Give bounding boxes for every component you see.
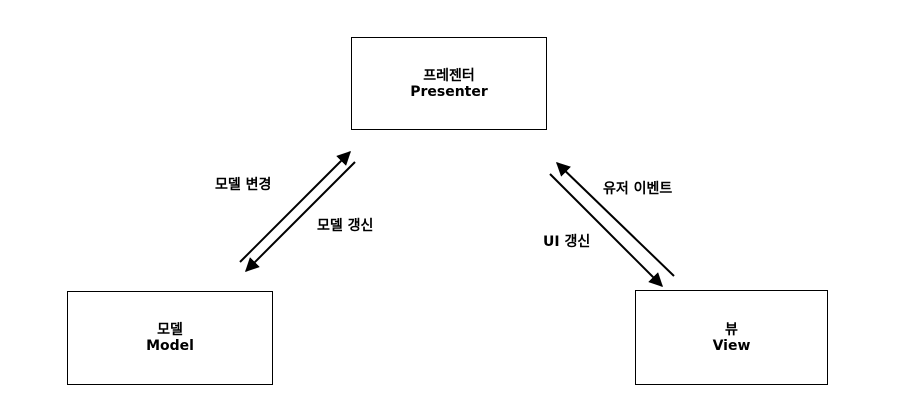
arrow-presenter-to-view: [549, 173, 663, 287]
model-change-label: 모델 변경: [215, 177, 272, 193]
presenter-box: 프레젠터 Presenter: [351, 37, 547, 130]
user-event-label: 유저 이벤트: [603, 181, 673, 197]
model-english-label: Model: [146, 338, 194, 354]
model-box: 모델 Model: [67, 291, 273, 385]
view-box: 뷰 View: [635, 290, 828, 385]
presenter-korean-label: 프레젠터: [423, 67, 475, 84]
view-english-label: View: [712, 337, 751, 354]
model-update-label: 모델 갱신: [317, 218, 374, 234]
ui-update-label: UI 갱신: [543, 234, 591, 250]
arrow-model-to-presenter: [239, 151, 351, 263]
model-korean-label: 모델: [157, 322, 183, 338]
view-korean-label: 뷰: [725, 321, 738, 338]
presenter-english-label: Presenter: [410, 83, 488, 100]
arrow-presenter-to-model: [245, 161, 356, 272]
arrow-view-to-presenter: [555, 162, 675, 277]
